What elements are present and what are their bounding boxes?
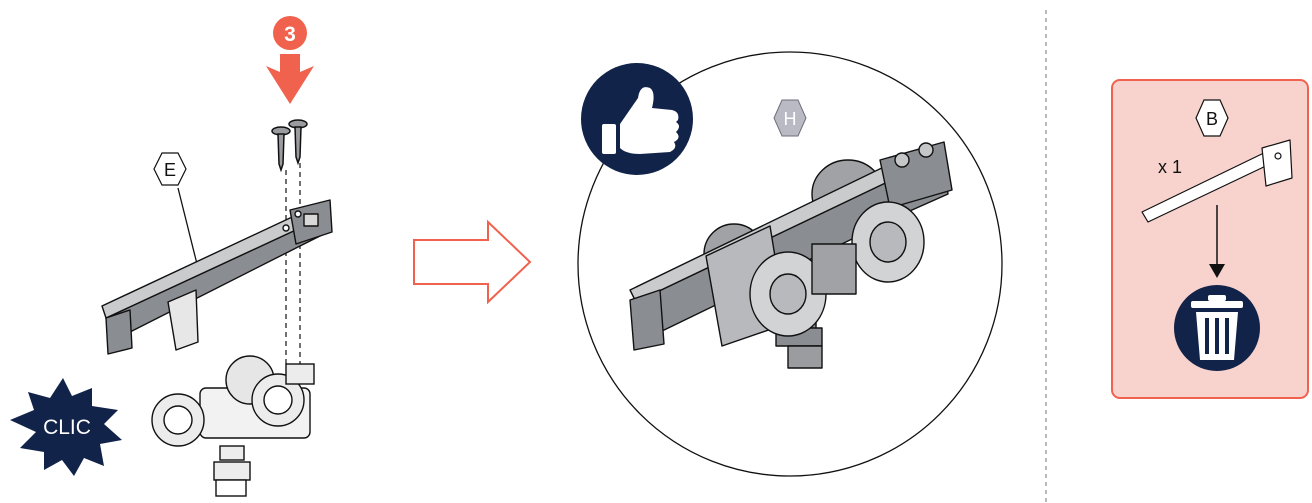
part-label-h: H — [784, 109, 797, 129]
part-label-e: E — [164, 160, 176, 180]
left-assembly-panel: 3 E — [10, 16, 332, 496]
discard-panel: B x 1 — [1112, 80, 1308, 398]
part-label-b: B — [1206, 109, 1218, 129]
roller-carriage-left — [152, 356, 314, 496]
screw-guide-lines — [286, 163, 300, 365]
clic-label: CLIC — [43, 416, 91, 439]
screws — [272, 120, 307, 170]
quantity-label: x 1 — [1158, 157, 1182, 177]
step-number: 3 — [284, 23, 296, 46]
result-panel: H — [578, 52, 1002, 476]
outline-arrow-right-icon — [414, 222, 530, 302]
arrow-down-icon — [266, 54, 314, 104]
bracket-e — [102, 200, 332, 354]
